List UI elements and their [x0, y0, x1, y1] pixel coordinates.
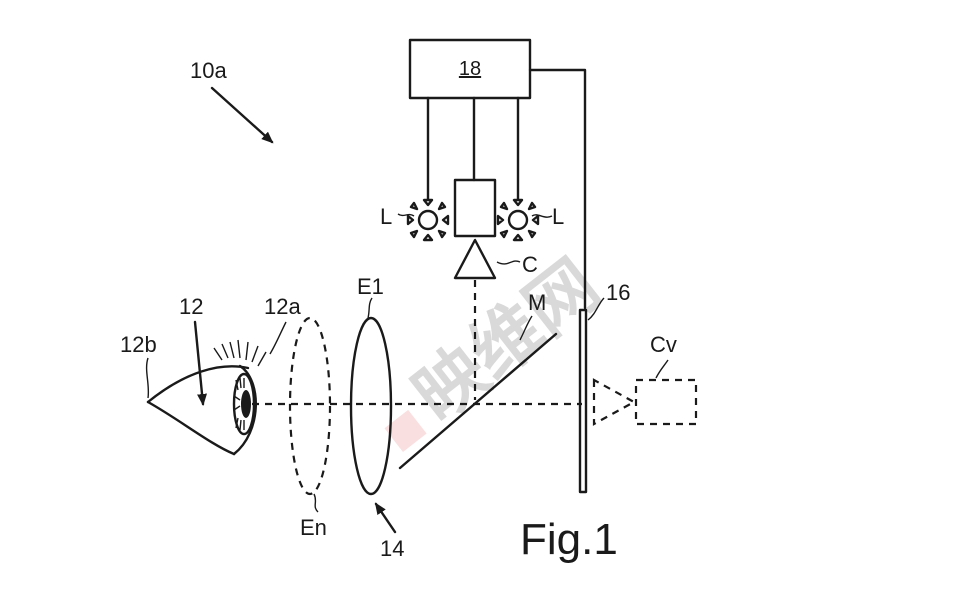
- arrow-12: [193, 320, 208, 406]
- wire-screen: [528, 68, 587, 310]
- leader-m: [519, 315, 533, 341]
- label-en: En: [300, 515, 327, 540]
- screen-16: [578, 308, 588, 494]
- watermark-text: 映维网: [398, 244, 614, 438]
- camera-body: [453, 178, 497, 238]
- light-source-left: [406, 198, 450, 242]
- leader-16: [587, 297, 605, 321]
- label-cv: Cv: [650, 332, 677, 357]
- arrow-14: [374, 502, 397, 534]
- label-10a: 10a: [190, 58, 227, 83]
- eye-iris: [232, 372, 256, 436]
- label-m: M: [528, 290, 546, 315]
- leader-12b: [145, 357, 150, 399]
- label-12a: 12a: [264, 294, 301, 319]
- label-16: 16: [606, 280, 630, 305]
- label-12b: 12b: [120, 332, 157, 357]
- label-c: C: [522, 252, 538, 277]
- camera-lens-triangle: [453, 238, 497, 280]
- light-source-right: [496, 198, 540, 242]
- leader-e1: [367, 297, 373, 319]
- watermark-logo: [384, 409, 427, 452]
- label-18: 18: [459, 58, 481, 80]
- eye-upper-lid: [146, 365, 250, 404]
- virtual-camera-body: [634, 378, 698, 426]
- leader-en: [313, 493, 319, 513]
- virtual-camera-lens: [592, 378, 637, 426]
- eyelashes: [213, 339, 267, 367]
- label-l-left: L: [380, 204, 392, 229]
- figure-caption: Fig.1: [520, 515, 618, 564]
- leader-c: [496, 260, 521, 265]
- leader-l-left: [397, 213, 415, 217]
- lens-e1: [349, 316, 393, 496]
- arrow-10a: [210, 86, 274, 144]
- label-e1: E1: [357, 274, 384, 299]
- leader-cv: [655, 359, 669, 379]
- mirror: [398, 332, 558, 470]
- eye-lower-lid: [146, 400, 236, 456]
- eye-cornea: [232, 364, 257, 456]
- eye-pupil: [241, 390, 251, 418]
- label-14: 14: [380, 536, 404, 561]
- leader-12a: [269, 321, 287, 355]
- lens-en: [288, 316, 332, 496]
- eye-iris-texture: [233, 377, 245, 431]
- label-12: 12: [179, 294, 203, 319]
- leader-l-right: [531, 214, 553, 218]
- label-l-right: L: [552, 204, 564, 229]
- eye: [146, 339, 267, 456]
